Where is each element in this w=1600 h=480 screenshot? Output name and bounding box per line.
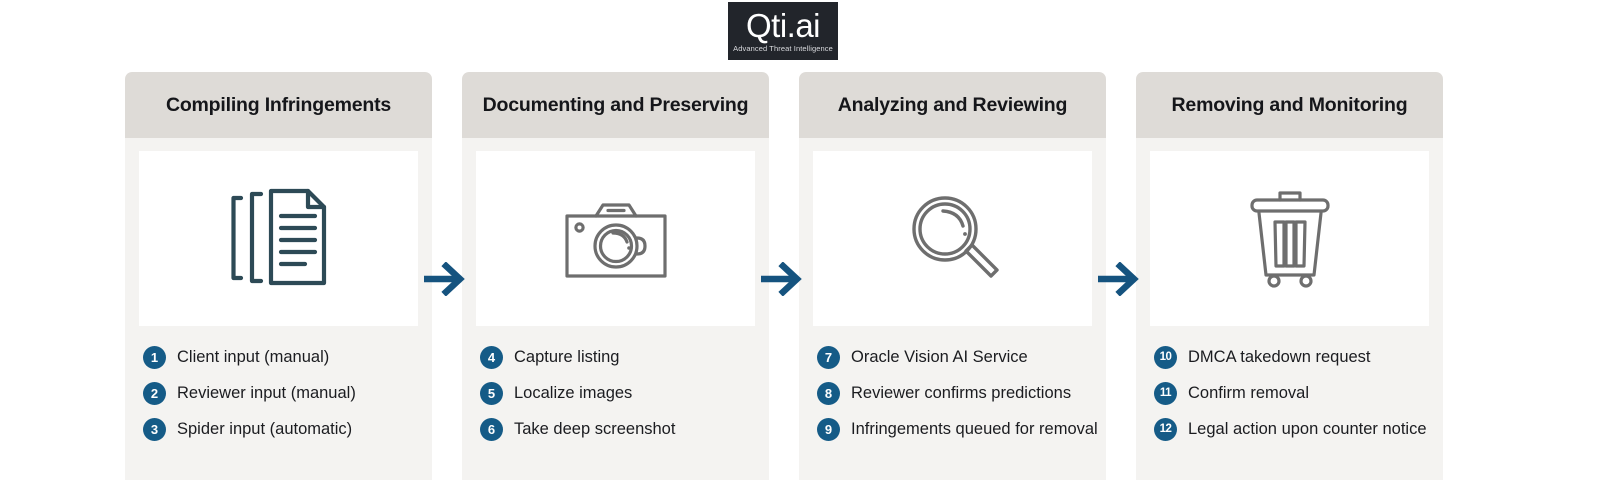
logo-tagline: Advanced Threat Intelligence	[733, 43, 833, 53]
step-label: Confirm removal	[1188, 384, 1310, 402]
list-item: 10 DMCA takedown request	[1154, 340, 1443, 375]
stage-title: Removing and Monitoring	[1171, 93, 1408, 116]
stage-icon-panel	[1150, 151, 1429, 326]
step-number-badge: 12	[1154, 418, 1177, 441]
step-label: Legal action upon counter notice	[1188, 420, 1427, 438]
qti-ai-logo: Qti.ai Advanced Threat Intelligence	[728, 2, 838, 60]
arrow-right-icon	[424, 262, 465, 296]
list-item: 11 Confirm removal	[1154, 376, 1443, 411]
list-item: 9 Infringements queued for removal	[817, 412, 1106, 447]
stage-step-list: 1 Client input (manual) 2 Reviewer input…	[125, 340, 432, 447]
list-item: 2 Reviewer input (manual)	[143, 376, 432, 411]
documents-icon	[230, 188, 326, 285]
step-number-badge: 5	[480, 382, 503, 405]
step-label: Client input (manual)	[177, 348, 330, 366]
trash-bin-icon	[1249, 190, 1330, 288]
stage-title: Documenting and Preserving	[482, 93, 749, 116]
stage-card-removing-and-monitoring: Removing and Monitoring 10 DMCA taked	[1136, 72, 1443, 480]
step-label: Infringements queued for removal	[851, 420, 1098, 438]
list-item: 4 Capture listing	[480, 340, 769, 375]
step-number-badge: 10	[1154, 346, 1177, 369]
magnifier-icon	[911, 195, 999, 278]
arrow-right-icon	[1098, 262, 1139, 296]
stage-header: Analyzing and Reviewing	[799, 72, 1106, 138]
stage-card-documenting-and-preserving: Documenting and Preserving 4	[462, 72, 769, 480]
arrow-right-icon	[761, 262, 802, 296]
list-item: 8 Reviewer confirms predictions	[817, 376, 1106, 411]
stage-card-analyzing-and-reviewing: Analyzing and Reviewing 7 Oracle Vision …	[799, 72, 1106, 480]
step-number-badge: 11	[1154, 382, 1177, 405]
list-item: 1 Client input (manual)	[143, 340, 432, 375]
step-number-badge: 3	[143, 418, 166, 441]
list-item: 6 Take deep screenshot	[480, 412, 769, 447]
step-label: Capture listing	[514, 348, 620, 366]
step-number-badge: 6	[480, 418, 503, 441]
step-number-badge: 9	[817, 418, 840, 441]
step-label: Spider input (automatic)	[177, 420, 353, 438]
list-item: 3 Spider input (automatic)	[143, 412, 432, 447]
stage-step-list: 10 DMCA takedown request 11 Confirm remo…	[1136, 340, 1443, 447]
step-label: Localize images	[514, 384, 633, 402]
stage-header: Compiling Infringements	[125, 72, 432, 138]
step-label: Reviewer confirms predictions	[851, 384, 1072, 402]
step-label: DMCA takedown request	[1188, 348, 1371, 366]
logo-wordmark: Qti.ai	[745, 6, 821, 44]
step-number-badge: 4	[480, 346, 503, 369]
workflow-diagram: Compiling Infringements 1	[0, 72, 1600, 480]
stage-title: Compiling Infringements	[165, 93, 392, 116]
step-number-badge: 2	[143, 382, 166, 405]
step-number-badge: 8	[817, 382, 840, 405]
step-label: Take deep screenshot	[514, 420, 676, 438]
list-item: 7 Oracle Vision AI Service	[817, 340, 1106, 375]
list-item: 12 Legal action upon counter notice	[1154, 412, 1443, 447]
stage-title: Analyzing and Reviewing	[837, 93, 1068, 116]
stage-card-compiling-infringements: Compiling Infringements 1	[125, 72, 432, 480]
stage-icon-panel	[476, 151, 755, 326]
step-number-badge: 1	[143, 346, 166, 369]
step-label: Reviewer input (manual)	[177, 384, 356, 402]
stage-step-list: 7 Oracle Vision AI Service 8 Reviewer co…	[799, 340, 1106, 447]
stage-icon-panel	[813, 151, 1092, 326]
camera-icon	[564, 202, 667, 278]
stage-icon-panel	[139, 151, 418, 326]
stage-header: Documenting and Preserving	[462, 72, 769, 138]
step-label: Oracle Vision AI Service	[851, 348, 1028, 366]
list-item: 5 Localize images	[480, 376, 769, 411]
stage-header: Removing and Monitoring	[1136, 72, 1443, 138]
step-number-badge: 7	[817, 346, 840, 369]
stage-step-list: 4 Capture listing 5 Localize images 6 Ta…	[462, 340, 769, 447]
